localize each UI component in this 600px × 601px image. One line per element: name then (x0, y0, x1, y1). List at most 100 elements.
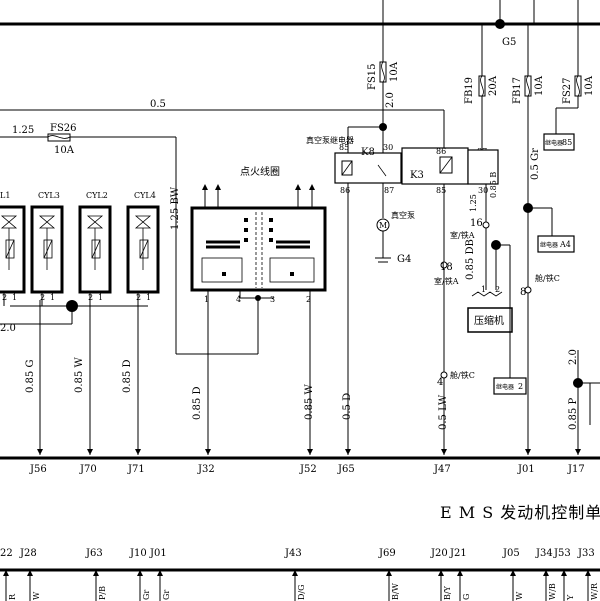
wire-label-20-left: 2.0 (0, 323, 16, 334)
injector-label: CYL2 (86, 191, 108, 200)
connector-arrow-j17 (575, 449, 581, 455)
component-85-name: 继电器 (545, 139, 563, 147)
injector-label: CYL3 (38, 191, 60, 200)
relay-k8-switch (377, 164, 387, 177)
connector-arrow-j01 (525, 449, 531, 455)
wire-label-125bw: 1.25 BW (170, 186, 181, 230)
wire-label-085p: 0.85 P (568, 398, 579, 430)
injector-pin-1: 1 (12, 293, 17, 302)
fuse-fs26-element (47, 135, 71, 139)
connector-label-j01: J01 (517, 464, 535, 475)
coil-right-primary (269, 257, 315, 283)
fuse-fs26-rating: 10A (54, 145, 75, 156)
bottom-wire-label: P/B (98, 586, 107, 600)
bottom-connector-row: J22RJ28WJ63P/BJ10GrJ01GrJ43D/GJ69B/WJ20B… (0, 548, 599, 601)
coil-hv-arrow (215, 184, 221, 208)
fuse-fb19-element (480, 75, 484, 97)
marker-8-ring (524, 286, 532, 294)
coil-hv-arrow (202, 184, 208, 208)
bottom-connector-j20: J20 (430, 548, 448, 559)
bottom-connector-arrow (585, 570, 591, 576)
coil-terminal-mark (244, 228, 248, 232)
coil-primary-mark (290, 272, 294, 276)
coil-hv-arrow (295, 184, 301, 208)
relay-k3-coil-diag (439, 156, 453, 174)
injector-coil-diag (43, 239, 53, 259)
component-j2-name: 继电器 (496, 383, 514, 391)
relay-k8-name: K8 (361, 147, 375, 158)
injector-coil-diag (91, 239, 101, 259)
marker-16-ring (482, 221, 490, 229)
relay-k8-title: 真空泵继电器 (306, 135, 354, 145)
ignition-coil-label: 点火线圈 (240, 165, 280, 178)
component-85-label: 85 (562, 138, 572, 147)
relay-k8-pin85: 85 (339, 143, 349, 152)
connector-label-j52: J52 (299, 464, 317, 475)
relay-k8-pin30: 30 (383, 143, 393, 152)
ground-label-g4: G4 (397, 254, 411, 265)
injector-pin-2: 2 (40, 293, 45, 302)
bottom-wire-label: W (32, 591, 41, 600)
fuse-fb17-name: FB17 (512, 77, 523, 104)
wire-label-085b: 0.85 B (489, 172, 498, 198)
coil-arrow-head (309, 184, 315, 190)
coil-terminal-mark (244, 218, 248, 222)
wire-label-20-right: 2.0 (568, 349, 579, 365)
coil-pin-4: 4 (236, 295, 241, 304)
wire-label-085db: 0.85 DB (465, 239, 476, 280)
marker-8: 8 (520, 287, 526, 298)
coil-arrow-head (215, 184, 221, 190)
relay-k3-box (401, 147, 469, 185)
injector-pin-1: 1 (50, 293, 55, 302)
fuse-fb17-element (526, 75, 530, 97)
bottom-connector-arrow (137, 570, 143, 576)
comp-pin-1: 1 (481, 285, 486, 294)
wire-label-085w-b: 0.85 W (304, 384, 315, 420)
connector-label-j65: J65 (337, 464, 355, 475)
injector-body (78, 205, 112, 294)
connector-label-j47: J47 (433, 464, 451, 475)
bottom-connector-j43: J43 (284, 548, 302, 559)
bottom-connector-arrow (292, 570, 298, 576)
pump-m-label: M (379, 221, 387, 230)
fuse-fs15-rating: 10A (389, 61, 400, 82)
component-j2 (493, 377, 527, 395)
bottom-wire-label: G (462, 594, 471, 600)
injector-pin-1: 1 (146, 293, 151, 302)
bottom-connector-j53: J53 (553, 548, 571, 559)
relay-k3-pin85: 85 (436, 186, 446, 195)
relay-k8-pin87: 87 (384, 186, 394, 195)
bottom-connector-arrow (27, 570, 33, 576)
coil-terminal-mark (269, 218, 273, 222)
fuse-fs15-element (381, 61, 385, 83)
compressor-label: 压缩机 (474, 314, 504, 327)
bottom-connector-j69: J69 (378, 548, 396, 559)
pump-label: 真空泵 (391, 210, 415, 220)
connector-label-j17: J17 (567, 464, 585, 475)
injector-valve-icon (134, 215, 152, 229)
fuse-fs26-name: FS26 (50, 123, 77, 134)
relay-k3-pin30: 30 (478, 186, 488, 195)
bottom-connector-j01: J01 (149, 548, 167, 559)
coil-pin-1: 1 (204, 295, 209, 304)
component-a4-label: A4 (559, 240, 571, 249)
bottom-connector-arrow (157, 570, 163, 576)
component-85 (543, 133, 575, 151)
compressor-clutch (471, 291, 503, 297)
coil-pin-3: 3 (270, 295, 275, 304)
bottom-wire-label: Y (566, 594, 575, 601)
coil-pin-2: 2 (306, 295, 311, 304)
relay-k8-coil-diag (341, 160, 353, 176)
relay-k3-pin86: 86 (436, 147, 446, 156)
coil-arrow-group (202, 184, 315, 276)
bottom-connector-j21: J21 (449, 548, 467, 559)
bottom-connector-arrow (93, 570, 99, 576)
wire-label-05gr: 0.5 Gr (530, 148, 541, 180)
connector-label-j32: J32 (197, 464, 215, 475)
coil-arrow-head (295, 184, 301, 190)
coil-terminal-mark (269, 238, 273, 242)
